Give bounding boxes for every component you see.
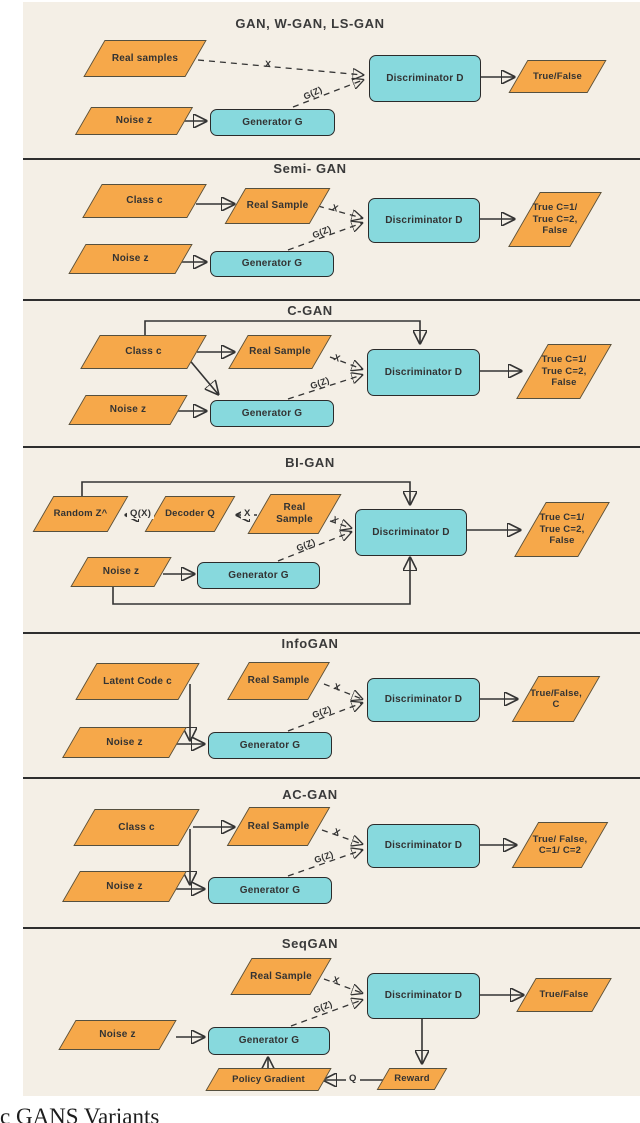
node-class-c: Class c: [82, 184, 207, 218]
node-output: True/False: [508, 60, 607, 93]
node-class-c: Class c: [80, 335, 207, 369]
edge-label-x: X: [264, 58, 272, 70]
node-generator: Generator G: [208, 732, 332, 759]
node-discriminator: Discriminator D: [367, 824, 480, 868]
node-real-sample: Real Sample: [230, 958, 332, 995]
node-real-sample: Real Sample: [225, 188, 330, 224]
node-latent-code: Latent Code c: [75, 663, 200, 700]
node-noise-z: Noise z: [70, 557, 172, 587]
node-discriminator: Discriminator D: [355, 509, 467, 556]
node-noise-z: Noise z: [68, 395, 188, 425]
node-noise-z: Noise z: [62, 727, 187, 758]
node-output: True/ False, C=1/ C=2: [512, 822, 608, 868]
node-output: True C=1/ True C=2, False: [508, 192, 602, 247]
node-real-sample: Real Sample: [227, 662, 330, 700]
panel-title-seqgan: SeqGAN: [281, 936, 339, 951]
panel-separator: [23, 927, 640, 929]
node-noise-z: Noise z: [58, 1020, 177, 1050]
node-real-samples: Real samples: [83, 40, 207, 77]
node-class-c: Class c: [73, 809, 200, 846]
edge-label-qx: Q(X): [127, 508, 155, 519]
node-output: True C=1/ True C=2, False: [516, 344, 612, 399]
node-noise-z: Noise z: [68, 244, 193, 274]
edge-label-x-left: X: [241, 508, 254, 519]
node-policy-gradient: Policy Gradient: [205, 1068, 332, 1091]
panel-title-bigan: BI-GAN: [285, 455, 335, 470]
node-discriminator: Discriminator D: [368, 198, 480, 243]
node-reward: Reward: [377, 1068, 447, 1090]
node-generator: Generator G: [210, 251, 334, 277]
edge-label-q: Q: [346, 1073, 360, 1084]
node-discriminator: Discriminator D: [367, 349, 480, 396]
node-generator: Generator G: [210, 109, 335, 136]
node-discriminator: Discriminator D: [367, 973, 480, 1019]
node-random-z: Random Z^: [33, 496, 128, 532]
panel-title-cgan: C-GAN: [287, 303, 333, 318]
panel-separator: [23, 632, 640, 634]
figure-caption: c GANS Variants: [0, 1104, 160, 1123]
node-generator: Generator G: [197, 562, 320, 589]
node-output: True/False: [516, 978, 612, 1012]
panel-separator: [23, 777, 640, 779]
panel-title-semigan: Semi- GAN: [273, 161, 347, 176]
node-real-sample: Real Sample: [227, 807, 330, 846]
node-generator: Generator G: [208, 877, 332, 904]
panel-title-infogan: InfoGAN: [281, 636, 339, 651]
node-generator: Generator G: [210, 400, 334, 427]
node-generator: Generator G: [208, 1027, 330, 1055]
panel-title-gan: GAN, W-GAN, LS-GAN: [235, 16, 385, 31]
panel-separator: [23, 446, 640, 448]
node-output: True C=1/ True C=2, False: [514, 502, 610, 557]
panel-separator: [23, 158, 640, 160]
node-discriminator: Discriminator D: [367, 678, 480, 722]
node-real-sample: Real Sample: [247, 494, 342, 534]
node-noise-z: Noise z: [62, 871, 187, 902]
node-decoder-q: Decoder Q: [145, 496, 235, 532]
node-discriminator: Discriminator D: [369, 55, 481, 102]
node-output: True/False, C: [512, 676, 600, 722]
node-real-sample: Real Sample: [228, 335, 332, 369]
node-noise-z: Noise z: [75, 107, 193, 135]
panel-title-acgan: AC-GAN: [282, 787, 338, 802]
panel-separator: [23, 299, 640, 301]
